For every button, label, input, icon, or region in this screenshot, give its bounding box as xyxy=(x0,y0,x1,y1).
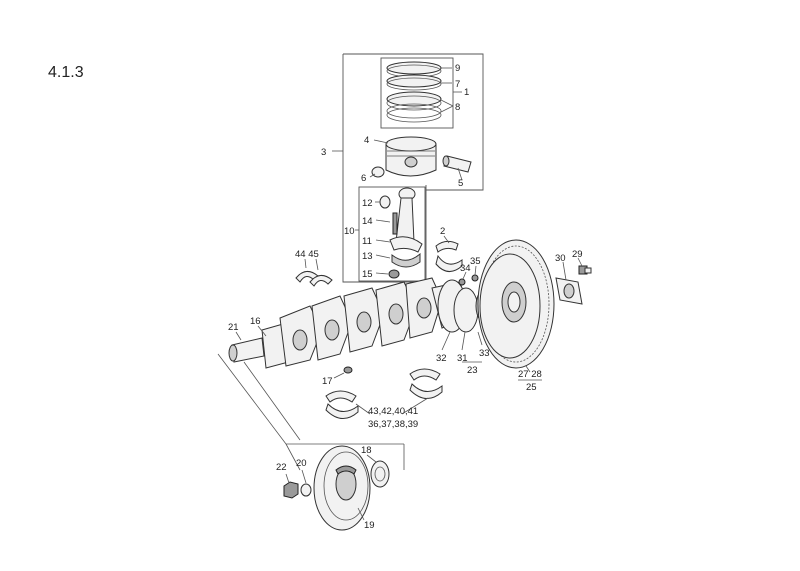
callout: 33 xyxy=(479,348,490,359)
flywheel xyxy=(477,239,555,369)
callout: 12 xyxy=(362,198,373,209)
ring-set-box xyxy=(380,57,454,129)
conrod-nut xyxy=(388,269,400,279)
front-seal xyxy=(370,460,390,488)
connecting-rod xyxy=(389,187,423,268)
conrod-bearing-shells xyxy=(435,240,463,272)
callout: 23 xyxy=(467,365,478,376)
piston-pin xyxy=(442,155,472,173)
conrod-box xyxy=(358,186,426,282)
piston-ring-7 xyxy=(386,74,442,91)
callout: 34 xyxy=(460,263,471,274)
flywheel-bolt xyxy=(578,265,592,275)
crank-pulley xyxy=(313,445,371,531)
flywheel-plate xyxy=(555,277,583,305)
section-number: 4.1.3 xyxy=(48,64,84,81)
callout: 11 xyxy=(362,236,372,247)
callout: 4 xyxy=(364,135,369,146)
callout: 27 28 xyxy=(518,369,542,380)
callout-labels: 9 7 1 8 4 3 6 5 12 14 10 11 13 15 2 44 4… xyxy=(228,63,583,531)
callout: 7 xyxy=(455,79,460,90)
callout: 31 xyxy=(457,353,468,364)
callout: 44 45 xyxy=(295,249,319,260)
piston xyxy=(385,136,437,177)
callout: 5 xyxy=(458,178,463,189)
callout: 21 xyxy=(228,322,239,333)
callout: 14 xyxy=(362,216,373,227)
main-bearing-shells-upper xyxy=(409,368,443,399)
callout: 3 xyxy=(321,147,326,158)
bolt-34 xyxy=(458,278,466,286)
thrust-washers xyxy=(295,271,333,287)
callout: 16 xyxy=(250,316,261,327)
pulley-washer xyxy=(300,483,312,497)
projection-lines xyxy=(217,353,405,471)
pulley-nut xyxy=(283,481,299,499)
callout: 9 xyxy=(455,63,460,74)
callout: 32 xyxy=(436,353,447,364)
callout: 29 xyxy=(572,249,583,260)
bolt-35 xyxy=(471,274,479,282)
callout: 36,37,38,39 xyxy=(368,419,418,430)
callout: 13 xyxy=(362,251,373,262)
callout: 10 xyxy=(344,226,355,237)
callout: 20 xyxy=(296,458,307,469)
callout: 8 xyxy=(455,102,460,113)
circlip xyxy=(371,166,385,178)
callout: 25 xyxy=(526,382,537,393)
piston-ring-9 xyxy=(386,61,442,78)
small-end-bush xyxy=(379,195,391,209)
callout: 17 xyxy=(322,376,333,387)
callout: 19 xyxy=(364,520,375,531)
callout: 43,42,40,41 xyxy=(368,406,418,417)
callout: 18 xyxy=(361,445,372,456)
callout: 1 xyxy=(464,87,469,98)
callout: 30 xyxy=(555,253,566,264)
main-bearing-shells-lower xyxy=(325,390,359,419)
oil-ring-8 xyxy=(386,91,442,123)
callout: 22 xyxy=(276,462,287,473)
conrod-bolt xyxy=(392,212,398,235)
crank-plug xyxy=(343,366,353,374)
crankshaft xyxy=(228,277,471,369)
callout: 35 xyxy=(470,256,481,267)
piston-group-bracket xyxy=(342,53,484,283)
callout: 15 xyxy=(362,269,373,280)
callout: 2 xyxy=(440,226,445,237)
callout: 6 xyxy=(361,173,366,184)
